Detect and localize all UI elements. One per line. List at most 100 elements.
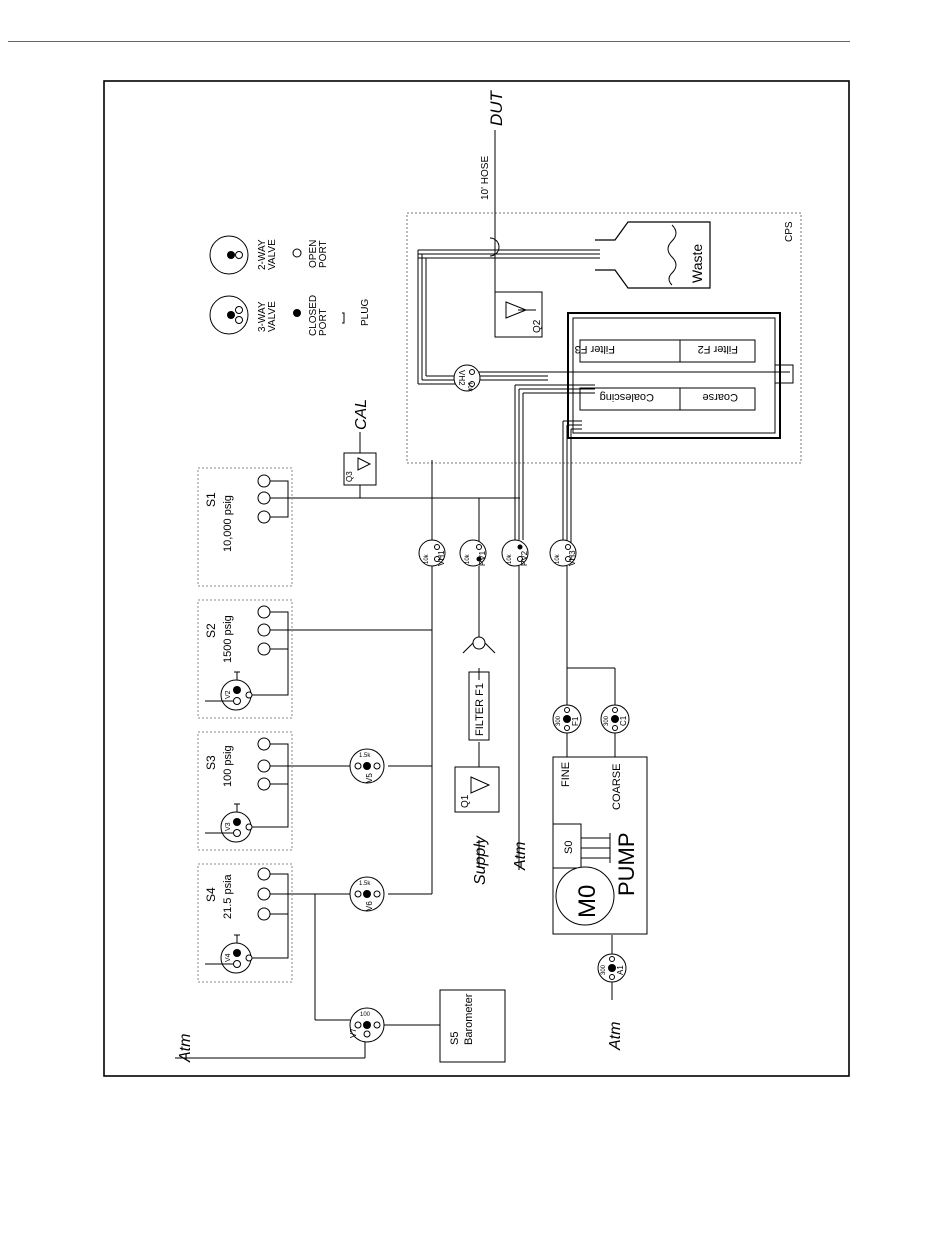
coarse-label: COARSE bbox=[611, 764, 623, 810]
s0-label: S0 bbox=[563, 841, 575, 854]
fine-label: FINE bbox=[560, 762, 572, 787]
valve-v6[interactable]: 1.5k V6 bbox=[349, 876, 385, 912]
valve-v7[interactable]: 100 V7 bbox=[349, 1007, 385, 1043]
q2-regulator bbox=[494, 291, 543, 338]
motor-m0 bbox=[555, 866, 615, 926]
valve-v3[interactable]: V3 bbox=[205, 803, 253, 843]
svg-text:21.5 psia: 21.5 psia bbox=[222, 873, 234, 919]
s0-actuator bbox=[581, 833, 611, 863]
q1-regulator bbox=[454, 766, 500, 813]
filter-coarse bbox=[679, 387, 756, 411]
legend bbox=[209, 235, 345, 335]
sensor-s1: S1 10,000 psig bbox=[197, 467, 293, 587]
valve-pv2[interactable]: 10k PV2 bbox=[501, 539, 529, 567]
m0-label: M0 bbox=[574, 885, 601, 918]
valve-vh3[interactable]: 10k VH3 bbox=[549, 539, 577, 567]
valve-a1[interactable]: 300 A1 bbox=[597, 953, 627, 983]
valve-v2[interactable]: V2 bbox=[205, 671, 253, 711]
q3-label: Q3 bbox=[345, 471, 354, 482]
svg-text:V3: V3 bbox=[225, 822, 232, 831]
svg-text:10,000 psig: 10,000 psig bbox=[222, 495, 234, 552]
svg-text:1.5k: 1.5k bbox=[359, 881, 371, 887]
q1-symbol bbox=[470, 776, 491, 794]
svg-text:VH3: VH3 bbox=[568, 550, 577, 566]
svg-text:S1: S1 bbox=[204, 492, 218, 507]
filter-f2-label: Filter F2 bbox=[698, 343, 738, 355]
filter-coarse-label: Coarse bbox=[703, 391, 738, 403]
svg-text:VH1: VH1 bbox=[437, 550, 446, 566]
svg-text:10k: 10k bbox=[555, 553, 561, 564]
dut-hose bbox=[417, 130, 600, 385]
waste-liquid bbox=[667, 224, 677, 286]
atm-label-3: Atm bbox=[607, 1022, 624, 1051]
sensor-s3: S3 100 psig bbox=[197, 731, 293, 851]
legend-plug: PLUG bbox=[360, 299, 371, 326]
atm-label-1: Atm bbox=[177, 1034, 194, 1063]
barometer-name: Barometer bbox=[463, 993, 475, 1045]
svg-text:S3: S3 bbox=[204, 755, 218, 770]
valve-vh2[interactable]: VH2 10k bbox=[453, 364, 481, 393]
svg-text:1.5k: 1.5k bbox=[359, 753, 371, 759]
s0-box bbox=[552, 823, 582, 869]
filter-housing-inner bbox=[572, 317, 776, 434]
filter-housing-outer bbox=[567, 312, 781, 439]
waste-label: Waste bbox=[689, 244, 705, 283]
valve-vh1[interactable]: 10k VH1 bbox=[418, 539, 446, 567]
vertical-lines bbox=[175, 384, 616, 1059]
barometer-box bbox=[439, 989, 506, 1063]
filter-f3-label: Filter F3 bbox=[575, 343, 615, 355]
svg-text:V2: V2 bbox=[225, 690, 232, 699]
filter-f1-box bbox=[468, 671, 490, 741]
supply-label: Supply bbox=[472, 835, 489, 885]
filter-coalescing-label: Coalescing bbox=[600, 391, 654, 403]
cps-label: CPS bbox=[784, 221, 795, 242]
filter-f2 bbox=[679, 339, 756, 363]
svg-text:PV2: PV2 bbox=[520, 550, 529, 566]
svg-text:V7: V7 bbox=[349, 1028, 358, 1038]
legend-closed-port: CLOSEDPORT bbox=[308, 295, 329, 336]
legend-three-way: 3-WAYVALVE bbox=[257, 301, 278, 332]
filter-f1-label: FILTER F1 bbox=[474, 683, 486, 736]
svg-text:1500 psig: 1500 psig bbox=[222, 615, 234, 663]
waste-bottle bbox=[595, 221, 711, 289]
svg-text:300: 300 bbox=[601, 964, 607, 975]
svg-text:S2: S2 bbox=[204, 623, 218, 638]
svg-text:100: 100 bbox=[360, 1012, 371, 1018]
svg-text:S4: S4 bbox=[204, 887, 218, 902]
cps-region bbox=[406, 212, 802, 464]
svg-text:V6: V6 bbox=[365, 901, 374, 911]
svg-text:A1: A1 bbox=[616, 965, 625, 975]
svg-text:C1: C1 bbox=[619, 715, 628, 726]
vh2-rating: 10k bbox=[466, 382, 472, 393]
q2-label: Q2 bbox=[532, 319, 543, 333]
dut-label: DUT bbox=[487, 89, 506, 126]
cal-label: CAL bbox=[353, 399, 370, 430]
svg-text:10k: 10k bbox=[465, 553, 471, 564]
svg-text:10k: 10k bbox=[507, 553, 513, 564]
q3-symbol bbox=[357, 457, 372, 471]
barometer-id: S5 bbox=[449, 1032, 461, 1045]
valve-v4[interactable]: V4 bbox=[205, 934, 253, 974]
valve-pv1[interactable]: 10k PV1 bbox=[459, 539, 487, 567]
atm-label-2: Atm bbox=[512, 842, 529, 871]
vh2-label: VH2 bbox=[457, 370, 466, 386]
svg-text:10k: 10k bbox=[424, 553, 430, 564]
svg-text:F1: F1 bbox=[571, 716, 580, 726]
sensor-s4: S4 21.5 psia bbox=[197, 863, 293, 983]
legend-open-port: OPENPORT bbox=[308, 240, 329, 268]
valve-v5[interactable]: 1.5k V5 bbox=[349, 748, 385, 784]
svg-text:100 psig: 100 psig bbox=[222, 745, 234, 787]
svg-text:PV1: PV1 bbox=[478, 550, 487, 566]
svg-text:300: 300 bbox=[604, 715, 610, 726]
hose-label: 10' HOSE bbox=[480, 156, 491, 200]
valve-c1[interactable]: 300 C1 bbox=[600, 704, 630, 734]
filter-outlet bbox=[548, 364, 794, 384]
valve-f1[interactable]: 300 F1 bbox=[552, 704, 582, 734]
q1-label: Q1 bbox=[460, 794, 471, 808]
q2-symbol bbox=[505, 301, 536, 319]
pump-label: PUMP bbox=[614, 832, 639, 896]
supply-port-ring bbox=[472, 636, 486, 650]
diagram-frame bbox=[103, 80, 850, 1077]
svg-text:300: 300 bbox=[556, 715, 562, 726]
